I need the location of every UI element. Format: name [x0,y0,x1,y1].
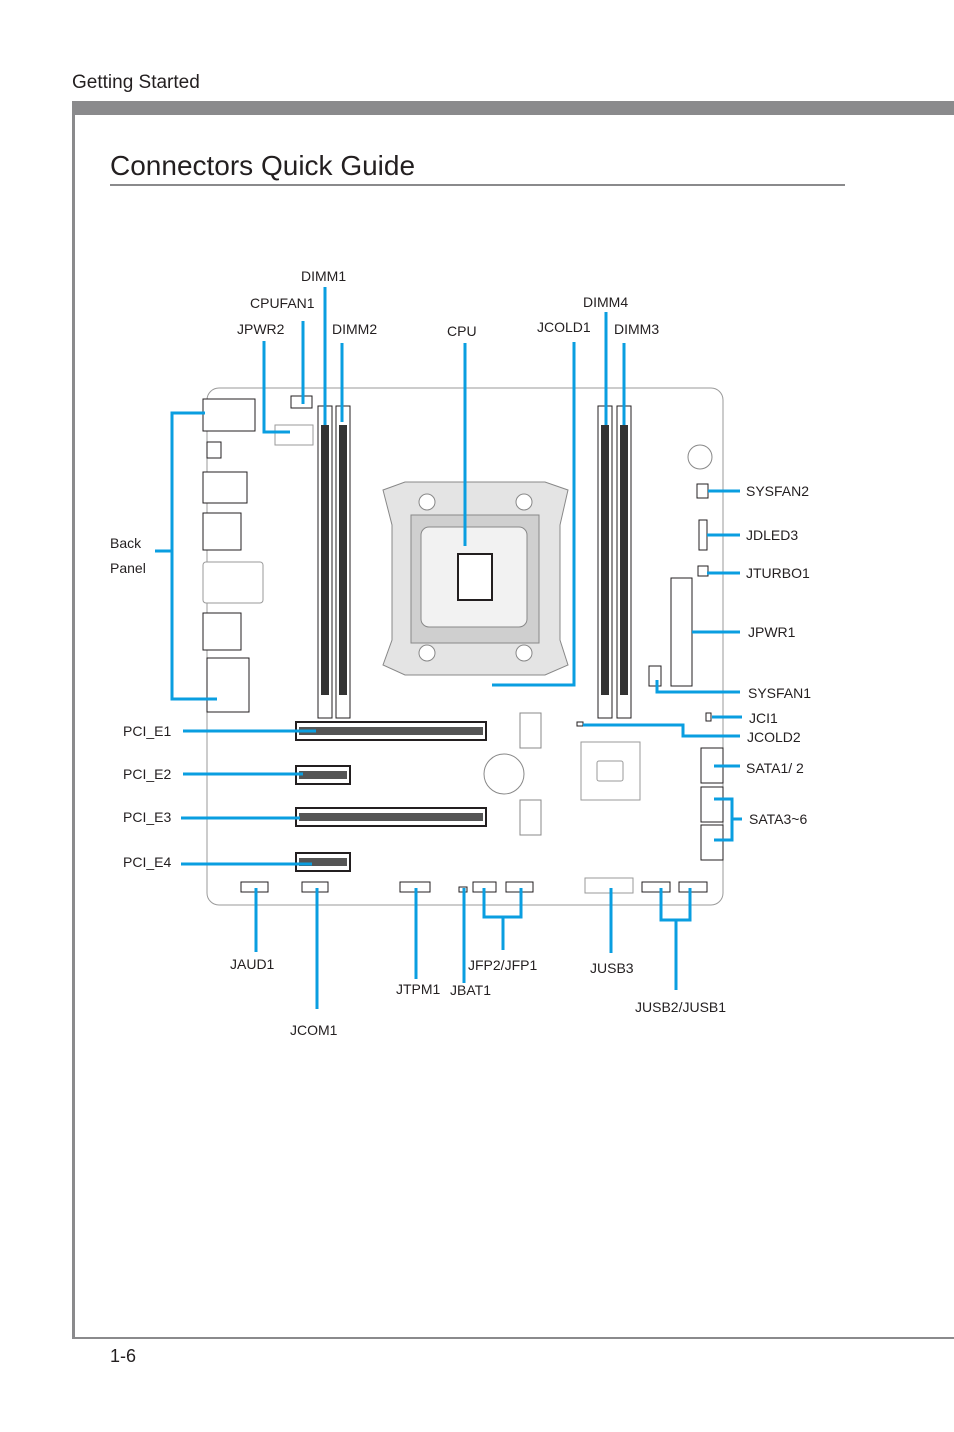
back-panel-ports [202,398,264,713]
label-jfp: JFP2/JFP1 [468,957,537,973]
label-jusb: JUSB2/JUSB1 [635,999,726,1015]
label-jturbo1: JTURBO1 [746,565,810,581]
label-jcold1: JCOLD1 [537,319,591,335]
label-dimm2: DIMM2 [332,321,377,337]
label-sata12: SATA1/ 2 [746,760,804,776]
section-header: Getting Started [72,72,200,93]
jcold2-connector [576,721,584,727]
label-dimm3: DIMM3 [614,321,659,337]
page-number: 1-6 [110,1346,137,1366]
label-jpwr1: JPWR1 [748,624,796,640]
bottom-rule [72,1337,954,1339]
jturbo1-connector [697,565,709,577]
sysfan1-connector [648,665,662,687]
jpwr2-connector [274,424,314,446]
label-jtpm1: JTPM1 [396,981,441,997]
label-pcie3: PCI_E3 [123,809,171,825]
header-bar [72,101,954,115]
label-jpwr2: JPWR2 [237,321,285,337]
label-jaud1: JAUD1 [230,956,275,972]
label-sysfan2: SYSFAN2 [746,483,809,499]
jpwr1-connector [670,577,693,687]
label-pcie1: PCI_E1 [123,723,171,739]
cpu-socket [382,481,569,676]
sata56-connector [700,824,724,861]
dimm-slots [317,405,632,719]
label-jci1: JCI1 [749,710,778,726]
label-jbat1: JBAT1 [450,982,491,998]
label-dimm4: DIMM4 [583,294,628,310]
label-cpu: CPU [447,323,477,339]
label-cpufan1: CPUFAN1 [250,295,315,311]
pcie-slots [295,712,542,872]
label-back: Back [110,535,142,551]
buzzer [687,444,713,470]
label-panel: Panel [110,560,146,576]
sata34-connector [700,786,724,823]
sysfan2-connector [696,483,709,499]
battery [483,753,525,795]
label-pcie4: PCI_E4 [123,854,171,870]
label-jcold2: JCOLD2 [747,729,801,745]
left-rule [72,101,75,1339]
label-jusb3: JUSB3 [590,960,634,976]
label-sata36: SATA3~6 [749,811,807,827]
label-sysfan1: SYSFAN1 [748,685,811,701]
jci1-connector [705,712,712,722]
label-pcie2: PCI_E2 [123,766,171,782]
label-jcom1: JCOM1 [290,1022,338,1038]
leader-lines [155,287,742,1009]
jdled3-connector [698,519,708,551]
label-jdled3: JDLED3 [746,527,798,543]
label-dimm1: DIMM1 [301,268,346,284]
title-underline [110,184,845,186]
page-title: Connectors Quick Guide [110,150,416,181]
